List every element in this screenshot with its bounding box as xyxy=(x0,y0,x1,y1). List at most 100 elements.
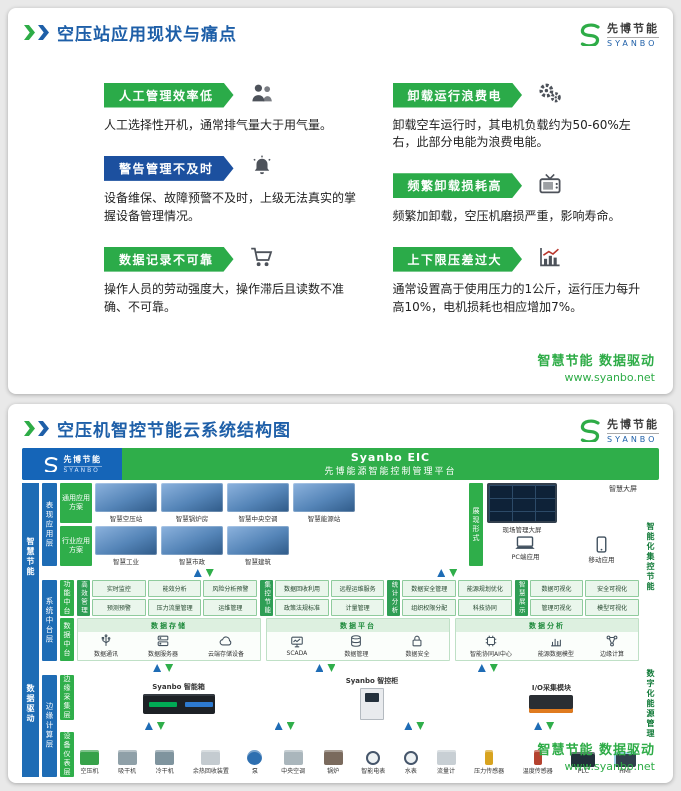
function-groups: 高效管理 实时监控预测预警能效分析压力流量管理风险分析预警运维管理 集控节能 数… xyxy=(77,580,639,616)
data-item-label: 能源数据模型 xyxy=(537,651,574,658)
row-label: 功能中台 xyxy=(60,580,74,616)
alert-icon xyxy=(250,155,274,181)
edge-controller-image xyxy=(142,693,215,714)
pain-cards-grid: 人工管理效率低 人工选择性开机，通常排气量大于用气量。 警告管理不及时 xyxy=(8,48,673,337)
data-item-label: 智能协同AI中心 xyxy=(470,651,512,658)
up-arrow-icon xyxy=(477,664,486,672)
data-section-header: 数据存储 xyxy=(78,619,260,632)
data-item: 边缘计算 xyxy=(600,634,624,658)
io-module-image xyxy=(529,694,574,713)
app-tile-photo xyxy=(95,483,157,512)
cloud-icon xyxy=(219,636,232,646)
left-side-strip: 智慧节能 数据驱动 xyxy=(22,483,39,777)
equipment-device-image xyxy=(283,750,303,765)
pain-badge: 数据记录不可靠 xyxy=(104,247,234,272)
slide2-footer: 智慧节能 数据驱动 www.syanbo.net xyxy=(537,739,655,773)
equipment-device-image xyxy=(323,750,343,765)
data-item-label: 数据通讯 xyxy=(93,651,118,658)
pain-card: 人工管理效率低 人工选择性开机，通常排气量大于用气量。 xyxy=(104,82,359,134)
app-tile-label: 智慧工业 xyxy=(113,558,139,566)
function-group: 高效管理 实时监控预测预警能效分析压力流量管理风险分析预警运维管理 xyxy=(77,580,258,616)
display-bottom-row: PC端应用 移动应用 xyxy=(487,536,639,564)
slide1-title-wrap: 空压站应用现状与痛点 xyxy=(24,20,237,45)
right-side-strip: 智能化集控节能 数字化能源管理 xyxy=(642,483,659,777)
equipment-item: 泵 xyxy=(247,750,263,775)
data-section-items: SCADA 数据管理 xyxy=(267,632,449,660)
edge-content: 边缘采集层 Syanbo 智能箱 Syanbo 智控柜 xyxy=(60,675,639,777)
lock-icon xyxy=(412,635,422,647)
function-group: 统计分析 数据安全管理组织权限分配能源规划优化科技协同 xyxy=(387,580,512,616)
layer-edge-computing: 边缘计算层 边缘采集层 Syanbo 智能箱 xyxy=(42,675,639,777)
pc-app-item: PC端应用 xyxy=(512,536,539,564)
data-item: 能源数据模型 xyxy=(538,634,574,658)
equipment-device-image xyxy=(485,750,494,765)
layer-middle-platform: 系统中台层 功能中台 高效管理 实时监控预测预警能效分析压力流量管理风险分析预警… xyxy=(42,580,639,661)
equipment-item: 余热回收装置 xyxy=(193,750,229,775)
platform-title-en: Syanbo EIC xyxy=(350,451,431,464)
pain-text: 操作人员的劳动强度大，操作滞后且读数不准确、不可靠。 xyxy=(104,282,345,314)
display-item-label: 现场管理大屏 xyxy=(502,526,542,534)
display-forms-label: 展现形式 xyxy=(469,483,483,566)
pain-badge-row: 卸载运行浪费电 xyxy=(393,82,648,108)
equipment-device-image xyxy=(533,750,542,765)
mobile-app-item: 移动应用 xyxy=(588,536,614,564)
brand-text: 先博节能 SYANBO xyxy=(607,20,659,48)
pain-text: 通常设置高于使用压力的1公斤，运行压力每升高10%，电机损耗也相应增加7%。 xyxy=(392,282,641,314)
slide-deck: 空压站应用现状与痛点 先博节能 SYANBO 人工管理效率低 xyxy=(0,8,681,783)
updown-arrow-icon xyxy=(144,722,165,730)
app-tile-label: 智慧市政 xyxy=(179,558,205,566)
data-item-label: 边缘计算 xyxy=(599,651,624,658)
platform-title-cn: 先博能源智能控制管理平台 xyxy=(324,467,457,477)
pain-card: 频繁卸载损耗高 频繁加卸载，空压机磨损严重，影响寿命。 xyxy=(392,173,648,225)
row-label: 设备仪表层 xyxy=(60,732,74,777)
equipment-item: 吸干机 xyxy=(117,750,137,775)
row-label: 数据中台 xyxy=(60,618,74,661)
footer-url: www.syanbo.net xyxy=(564,371,656,384)
function-box: 管理可视化 xyxy=(529,599,584,616)
brand-name-cn: 先博节能 xyxy=(63,455,102,464)
row-label: 行业应用方案 xyxy=(60,526,92,566)
equipment-device-image xyxy=(614,752,636,767)
chevron-icon xyxy=(24,25,35,40)
equipment-item: 中央空调 xyxy=(281,750,305,775)
chevron-icon xyxy=(24,421,35,436)
slide2-title-wrap: 空压机智控节能云系统结构图 xyxy=(24,416,291,441)
data-analysis-section: 数据分析 智能协同AI中心 xyxy=(455,618,639,661)
data-platform-section: 数据平台 SCADA 数 xyxy=(266,618,450,661)
equipment-row: 设备仪表层 空压机 吸干机 冷干机 xyxy=(60,732,639,777)
footer-slogan: 智慧节能 数据驱动 xyxy=(537,354,655,369)
updown-arrow-icon xyxy=(193,569,214,577)
function-boxes: 数据可视化管理可视化安全可视化模型可视化 xyxy=(529,580,639,616)
syanbo-logo-icon xyxy=(580,419,600,442)
slide-1: 空压站应用现状与痛点 先博节能 SYANBO 人工管理效率低 xyxy=(8,8,673,394)
equipment-item: 流量计 xyxy=(436,750,456,775)
brand-name-en: SYANBO xyxy=(63,466,102,474)
equipment-item: HMI xyxy=(614,752,636,775)
up-arrow-icon xyxy=(534,722,543,730)
app-tile: 智慧中央空调 xyxy=(227,483,289,523)
pain-badge: 警告管理不及时 xyxy=(104,156,234,181)
collect-devices: Syanbo 智能箱 Syanbo 智控柜 I/O采集模块 xyxy=(77,675,639,720)
updown-arrow-icon xyxy=(274,722,295,730)
app-tile-photo xyxy=(227,526,289,555)
updown-arrow-icon xyxy=(315,664,336,672)
equipment-label: PLC xyxy=(577,768,589,775)
syanbo-logo: 先博节能 SYANBO xyxy=(578,20,659,48)
syanbo-logo-icon xyxy=(580,23,600,46)
data-section-header: 数据平台 xyxy=(267,619,449,632)
app-tile-label: 智慧建筑 xyxy=(245,558,271,566)
up-arrow-icon xyxy=(153,664,162,672)
down-arrow-icon xyxy=(286,722,295,730)
updown-arrow-icon xyxy=(153,664,174,672)
equipment-label: 中央空调 xyxy=(281,768,306,775)
flow-arrows xyxy=(90,722,609,730)
pain-card: 卸载运行浪费电 卸载空车运行时，其电机负载约为50-60%左右，此部分电能为浪费… xyxy=(392,82,648,152)
right-strip-label: 数字化能源管理 xyxy=(646,668,655,739)
function-boxes: 实时监控预测预警能效分析压力流量管理风险分析预警运维管理 xyxy=(92,580,258,616)
videowall-screen-icon xyxy=(487,483,557,523)
updown-arrow-icon xyxy=(437,569,458,577)
function-box: 能效分析 xyxy=(147,580,202,597)
edge-compute-icon xyxy=(606,635,618,647)
equipment-devices: 空压机 吸干机 冷干机 余热回收装置 xyxy=(77,732,639,777)
pain-card: 数据记录不可靠 操作人员的劳动强度大，操作滞后且读数不准确、不可靠。 xyxy=(104,246,359,316)
